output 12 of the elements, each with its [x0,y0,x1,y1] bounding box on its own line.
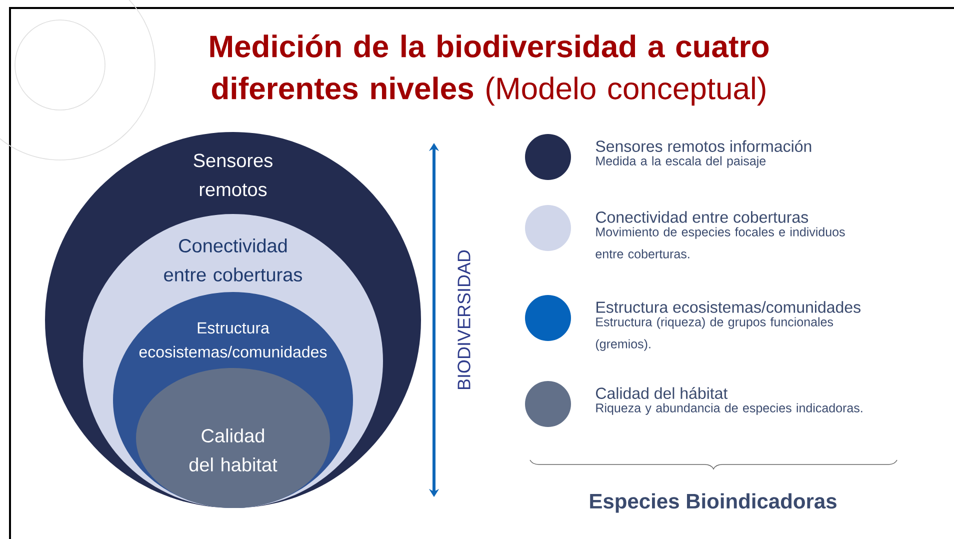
group-label: Especies Bioindicadoras [590,493,836,513]
legend-label: Estructura ecosistemas/comunidades [596,301,860,313]
axis-label: BIODIVERSIDAD [458,250,470,390]
legend-label: Sensores remotos información [596,140,812,152]
title: Medición de la biodiversidad a cuatro diferentes niveles (Modelo conceptual) [210,34,769,106]
ellipse-node: Calidad del habitat [136,368,330,508]
legend-label: Conectividad entre coberturas [596,211,808,223]
description: Estructura (riqueza) de grupos funcionales (gremios). [596,317,834,351]
description: Riqueza y abundancia de especies indicadoras. [596,403,862,415]
description: Movimiento de especies focales e individuos entre coberturas. [596,227,845,258]
legend-label: Calidad del hábitat [596,387,728,399]
description: Medida a la escala del paisaje [596,156,766,168]
